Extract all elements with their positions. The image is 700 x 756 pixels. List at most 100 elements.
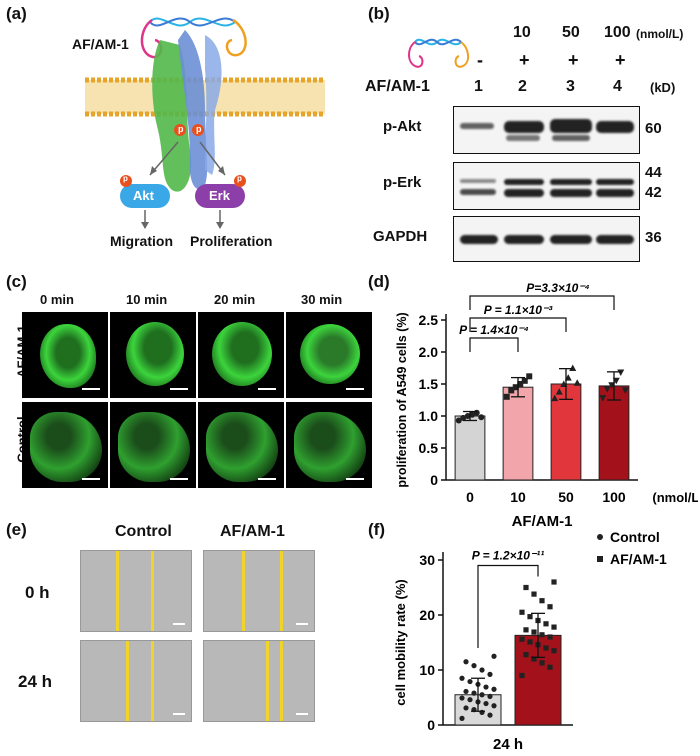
blot-pakt bbox=[453, 106, 640, 154]
legend-marker bbox=[597, 534, 603, 540]
data-point bbox=[551, 648, 557, 654]
data-point bbox=[473, 409, 480, 416]
data-point bbox=[471, 690, 477, 696]
proliferation-bar-chart: P = 1.4×10⁻⁴P = 1.1×10⁻³P=3.3×10⁻⁴ 00.51… bbox=[395, 281, 698, 530]
data-point bbox=[569, 364, 577, 371]
time-20: 20 min bbox=[214, 292, 256, 307]
y-tick-label: 0 bbox=[430, 472, 438, 488]
data-point bbox=[503, 393, 510, 400]
legend-label: AF/AM-1 bbox=[610, 551, 667, 567]
data-point bbox=[478, 414, 485, 421]
y-tick-label: 20 bbox=[419, 607, 435, 623]
bar bbox=[502, 386, 534, 481]
data-point bbox=[483, 684, 489, 690]
phospho-label-1: p bbox=[178, 124, 184, 134]
data-point bbox=[455, 417, 462, 424]
data-point bbox=[479, 667, 485, 673]
data-point bbox=[543, 621, 549, 627]
x-axis-label: AF/AM-1 bbox=[512, 513, 573, 530]
data-point bbox=[531, 591, 537, 597]
y-tick-label: 2.5 bbox=[419, 312, 439, 328]
data-point bbox=[487, 712, 493, 718]
p-value-label: P = 1.1×10⁻³ bbox=[484, 303, 554, 317]
data-point bbox=[491, 686, 497, 692]
data-point bbox=[508, 387, 515, 394]
x-unit-label: (nmol/L) bbox=[652, 490, 698, 505]
wound-control-0h bbox=[80, 550, 192, 632]
data-point bbox=[463, 659, 469, 665]
panel-b-label: (b) bbox=[368, 4, 390, 23]
aptamer-icon bbox=[408, 38, 469, 68]
data-point bbox=[621, 387, 629, 394]
panel-d-label: (d) bbox=[368, 272, 390, 291]
data-point bbox=[460, 414, 467, 421]
bar bbox=[454, 415, 486, 481]
y-tick-label: 30 bbox=[419, 552, 435, 568]
data-point bbox=[471, 663, 477, 669]
bracket bbox=[469, 337, 519, 352]
data-point bbox=[573, 379, 581, 386]
col-label-treated: AF/AM-1 bbox=[220, 523, 285, 540]
data-point bbox=[527, 614, 533, 620]
blot-name-gapdh: GAPDH bbox=[373, 228, 428, 245]
data-point bbox=[459, 695, 465, 701]
blot-perk bbox=[453, 162, 640, 210]
error-bars bbox=[463, 367, 621, 422]
erk-node bbox=[195, 175, 246, 208]
data-point bbox=[483, 700, 489, 707]
data-points bbox=[459, 579, 557, 721]
data-point bbox=[467, 678, 473, 685]
mw-perk-42: 42 bbox=[645, 184, 662, 201]
micrograph-control-0min bbox=[22, 402, 108, 488]
data-point bbox=[519, 672, 525, 679]
blot-gapdh bbox=[453, 216, 640, 262]
data-point bbox=[459, 675, 465, 681]
tick-labels: 00.51.01.52.02.501050100(nmol/L)AF/AM-1p… bbox=[395, 312, 698, 530]
bracket bbox=[469, 295, 615, 310]
micrograph-control-10min bbox=[110, 402, 196, 488]
lane-1: 1 bbox=[474, 78, 483, 95]
blot-row-name: AF/AM-1 bbox=[365, 78, 430, 95]
row-label-24h: 24 h bbox=[18, 672, 53, 691]
time-0: 0 min bbox=[40, 292, 74, 307]
y-tick-label: 0.5 bbox=[419, 440, 439, 456]
bracket bbox=[477, 564, 539, 648]
proliferation-label: Proliferation bbox=[190, 233, 273, 249]
p-value-label: P = 1.2×10⁻¹¹ bbox=[472, 549, 545, 563]
error-bars bbox=[471, 612, 545, 712]
lane-4: 4 bbox=[613, 78, 622, 95]
data-point bbox=[459, 715, 465, 721]
x-tick-label: 24 h bbox=[493, 736, 523, 753]
data-point bbox=[487, 671, 493, 677]
data-point bbox=[539, 632, 545, 638]
row-label-0h: 0 h bbox=[25, 583, 50, 602]
micrograph-treated-10min bbox=[110, 312, 196, 398]
x-tick-label: 10 bbox=[510, 489, 526, 505]
significance-brackets: P = 1.4×10⁻⁴P = 1.1×10⁻³P=3.3×10⁻⁴ bbox=[459, 281, 615, 352]
migration-label: Migration bbox=[110, 233, 173, 249]
treat-mark-3: + bbox=[568, 50, 579, 70]
wound-treated-0h bbox=[203, 550, 315, 632]
micrograph-treated-0min bbox=[22, 312, 108, 398]
wound-control-24h bbox=[80, 640, 192, 722]
data-point bbox=[523, 652, 529, 658]
treat-mark-2: + bbox=[519, 50, 530, 70]
data-point bbox=[526, 373, 533, 380]
data-point bbox=[551, 394, 559, 402]
data-point bbox=[547, 634, 553, 640]
receptor-dimer bbox=[152, 30, 222, 192]
p-value-label: P=3.3×10⁻⁴ bbox=[526, 281, 590, 295]
data-point bbox=[519, 609, 525, 615]
data-point bbox=[517, 381, 524, 387]
data-point bbox=[479, 692, 485, 698]
mw-gapdh: 36 bbox=[645, 229, 662, 246]
significance-bracket: P = 1.2×10⁻¹¹ bbox=[472, 549, 545, 648]
data-point bbox=[531, 629, 537, 635]
panel-e-label: (e) bbox=[6, 520, 27, 539]
data-point bbox=[519, 636, 525, 642]
y-tick-label: 0 bbox=[427, 717, 435, 733]
legend-label: Control bbox=[610, 529, 660, 545]
legend-marker bbox=[597, 556, 603, 562]
